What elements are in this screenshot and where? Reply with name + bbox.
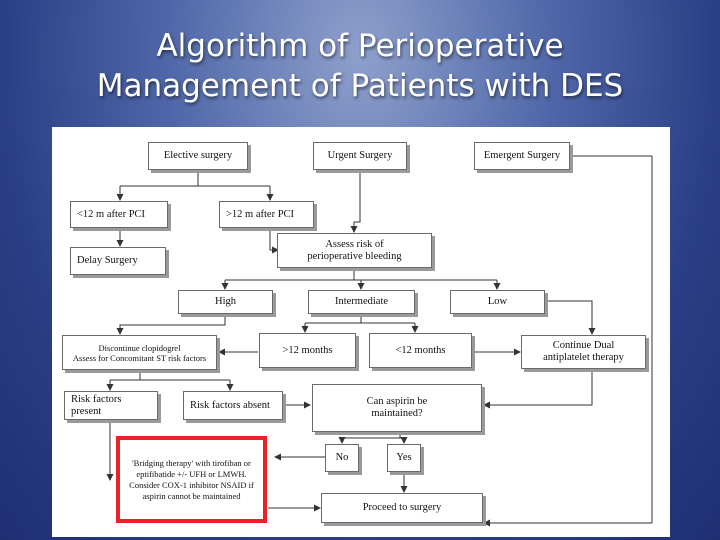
title-line-1: Algorithm of Perioperative [156, 28, 564, 64]
risk-factors-absent-box: Risk factors absent [183, 391, 283, 420]
intermediate-risk-box: Intermediate [308, 290, 415, 314]
emergent-surgery-box: Emergent Surgery [474, 142, 570, 170]
arrow [269, 228, 279, 254]
assess-bleeding-risk-box: Assess risk of perioperative bleeding [277, 233, 432, 268]
risk-factors-present-box: Risk factors present [64, 391, 158, 420]
urgent-surgery-box: Urgent Surgery [313, 142, 407, 170]
gt12-after-pci-box: >12 m after PCI [219, 201, 314, 228]
lt12-after-pci-box: <12 m after PCI [70, 201, 168, 228]
slide-title: Algorithm of Perioperative Management of… [0, 26, 720, 106]
proceed-to-surgery-box: Proceed to surgery [321, 493, 483, 523]
discontinue-line-2: Assess for Concomitant ST risk factors [72, 352, 207, 363]
continue-dual-antiplatelet-box: Continue Dual antiplatelet therapy [521, 335, 646, 369]
bridging-highlight-frame [116, 436, 267, 523]
yes-box: Yes [387, 444, 421, 472]
bridging-therapy-box: 'Bridging therapy' with tirofiban or ept… [120, 440, 263, 519]
discontinue-line-1: Discontinue clopidogrel [98, 342, 181, 353]
no-box: No [325, 444, 359, 472]
gt12-months-box: >12 months [259, 333, 356, 368]
title-line-2: Management of Patients with DES [96, 68, 624, 104]
arrow [116, 314, 226, 335]
low-risk-box: Low [450, 290, 545, 314]
discontinue-clopidogrel-box: Discontinue clopidogrel Assess for Conco… [62, 335, 217, 370]
arrow [545, 300, 596, 335]
arrow [350, 170, 361, 233]
delay-surgery-box: Delay Surgery [70, 247, 166, 275]
high-risk-box: High [178, 290, 273, 314]
elective-surgery-box: Elective surgery [148, 142, 248, 170]
can-aspirin-be-maintained-box: Can aspirin be maintained? [312, 384, 482, 432]
arrow [483, 369, 593, 409]
lt12-months-box: <12 months [369, 333, 472, 368]
